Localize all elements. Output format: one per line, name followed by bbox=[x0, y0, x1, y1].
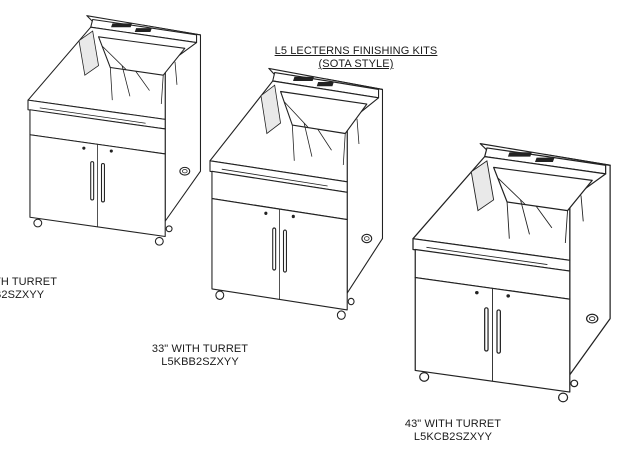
lectern-2-caption: 33" WITH TURRET L5KBB2SZXYY bbox=[140, 343, 260, 369]
lectern-3-drawing bbox=[412, 143, 611, 403]
lectern-2-caption-line1: 33" WITH TURRET bbox=[151, 343, 249, 355]
lectern-2-caption-line2: L5KBB2SZXYY bbox=[161, 356, 239, 368]
lectern-3-caption: 43" WITH TURRET L5KCB2SZXYY bbox=[393, 418, 513, 444]
lectern-1-caption: TH TURRET B2SZXYY bbox=[0, 276, 86, 302]
page-title-line1: L5 LECTERNS FINISHING KITS bbox=[274, 45, 438, 57]
page-title-line2: (SOTA STYLE) bbox=[318, 58, 394, 70]
page-title: L5 LECTERNS FINISHING KITS (SOTA STYLE) bbox=[256, 45, 456, 71]
lectern-2-drawing bbox=[209, 67, 384, 320]
lectern-1-caption-line1: TH TURRET bbox=[0, 276, 58, 288]
lectern-3-caption-line1: 43" WITH TURRET bbox=[404, 418, 502, 430]
lectern-1-drawing bbox=[27, 15, 202, 246]
lectern-3-caption-line2: L5KCB2SZXYY bbox=[413, 431, 493, 443]
lectern-1-caption-line2: B2SZXYY bbox=[0, 289, 45, 301]
